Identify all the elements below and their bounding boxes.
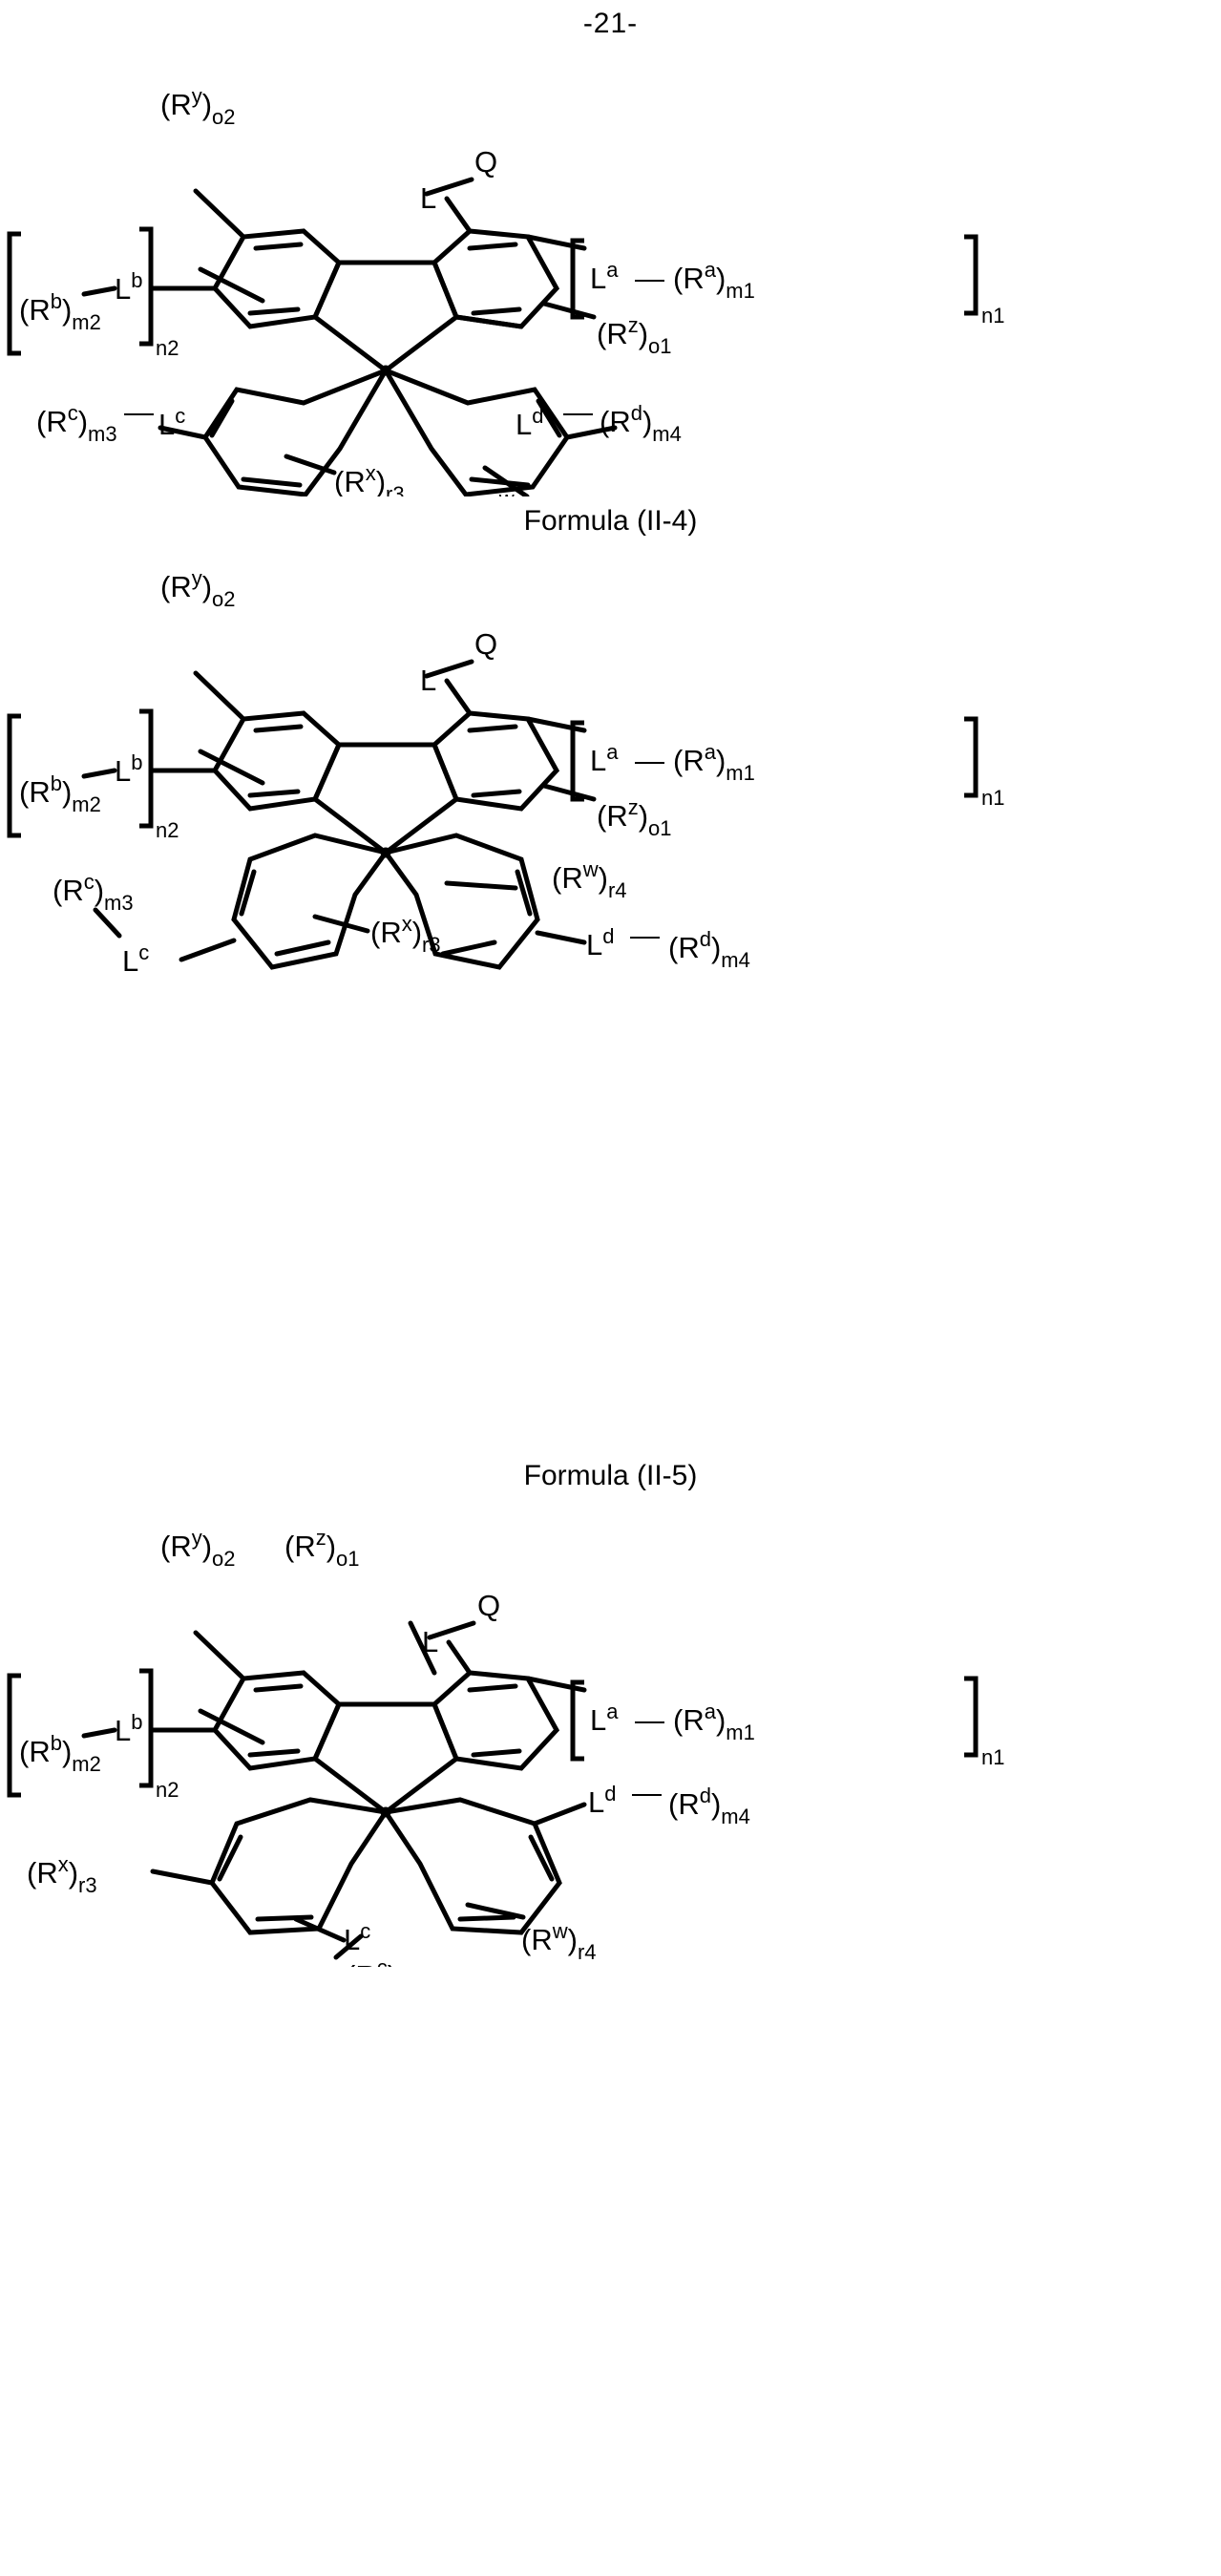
label-n1: n1 [981, 304, 1004, 327]
label-Rz-o1: (Rz)o1 [284, 1526, 360, 1571]
bond-dash-Lc: — [124, 395, 154, 429]
page-number: -21- [582, 8, 639, 39]
label-Ry-o2: (Ry)o2 [160, 84, 236, 129]
bond-dash-La: — [635, 1703, 664, 1737]
label-Rd-m4: (Rd)m4 [600, 401, 682, 446]
label-La: La [590, 258, 619, 295]
label-Rw-r4: (Rw)r4 [552, 857, 627, 902]
label-Q: Q [477, 1589, 500, 1622]
label-Rb-m2: (Rb)m2 [19, 771, 101, 816]
label-n2: n2 [156, 1778, 179, 1802]
label-Rx-r3: (Rx)r3 [27, 1852, 97, 1897]
label-n1: n1 [981, 786, 1004, 810]
label-Rd-m4: (Rd)m4 [668, 927, 750, 972]
label-Rc-m3: (Rc)m3 [36, 401, 117, 446]
label-Lc: Lc [344, 1919, 370, 1956]
bond-dash-Ld: — [632, 1776, 662, 1809]
label-n2: n2 [156, 336, 179, 360]
label-Lb: Lb [115, 1710, 143, 1747]
label-n1: n1 [981, 1745, 1004, 1769]
label-Ry-o2: (Ry)o2 [160, 566, 236, 611]
chemical-structure-2: (Ry)o2 L Q La — (Ra)m1 n1 (Rz)o1 (Rb)m2 … [0, 549, 1221, 988]
label-Ra-m1: (Ra)m1 [673, 258, 755, 303]
label-Rb-m2: (Rb)m2 [19, 289, 101, 334]
label-Rc-m3: (Rc)m3 [346, 1955, 427, 1967]
label-Lb: Lb [115, 268, 143, 306]
label-Rb-m2: (Rb)m2 [19, 1731, 101, 1776]
label-Lc: Lc [122, 940, 149, 978]
label-Rx-r3: (Rx)r3 [334, 461, 405, 496]
label-Ld: Ld [588, 1782, 617, 1819]
bond-dash-La: — [635, 744, 664, 777]
label-L: L [422, 1625, 438, 1658]
label-Rw-r4: (Rw)r4 [521, 1919, 597, 1964]
label-Ry-o2: (Ry)o2 [160, 1526, 236, 1571]
caption-formula-II-5: Formula (II-5) [523, 1460, 698, 1491]
label-L: L [420, 664, 436, 697]
chemical-structure-3: (Ry)o2 (Rz)o1 L Q La — (Ra)m1 n1 (Rb)m2 … [0, 1509, 1221, 1967]
label-Ld: Ld [516, 404, 544, 441]
label-Q: Q [474, 627, 497, 661]
label-Rd-m4: (Rd)m4 [668, 1784, 750, 1828]
label-Lc: Lc [158, 404, 185, 441]
caption-formula-II-4: Formula (II-4) [523, 505, 698, 537]
bond-dash-Ld: — [630, 918, 660, 952]
label-Rw-r4: (Rw)r4 [468, 487, 543, 496]
label-Rx-r3: (Rx)r3 [370, 912, 441, 957]
bond-dash-Ld: — [563, 395, 593, 429]
label-Ld: Ld [586, 924, 615, 961]
label-L: L [420, 181, 436, 215]
label-Lb: Lb [115, 750, 143, 788]
label-La: La [590, 1700, 619, 1737]
label-Rz-o1: (Rz)o1 [597, 795, 672, 840]
bond-dash-La: — [635, 262, 664, 295]
label-Q: Q [474, 145, 497, 179]
label-n2: n2 [156, 818, 179, 842]
label-Rc-m3: (Rc)m3 [53, 870, 134, 915]
chemical-structure-1: (Ry)o2 L Q La — (Ra)m1 n1 (Rz)o1 (Rb)m2 … [0, 67, 1221, 496]
label-Ra-m1: (Ra)m1 [673, 740, 755, 785]
label-Rz-o1: (Rz)o1 [597, 313, 672, 358]
label-La: La [590, 740, 619, 777]
label-Ra-m1: (Ra)m1 [673, 1700, 755, 1744]
